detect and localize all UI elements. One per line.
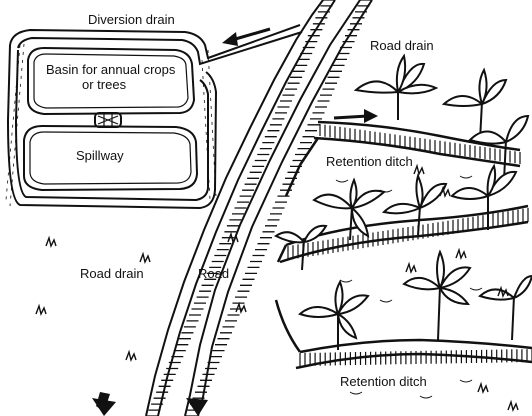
road-drain-label-top: Road drain — [370, 38, 434, 53]
road-drain-label-left: Road drain — [80, 266, 144, 281]
spillway-connector — [94, 112, 122, 128]
diversion-drain-label: Diversion drain — [88, 12, 175, 27]
plant — [478, 274, 532, 341]
plant — [353, 53, 439, 120]
road-drain-arrows — [92, 392, 208, 416]
upper-basin — [27, 46, 196, 116]
retention-ditch-label-lower: Retention ditch — [340, 374, 427, 389]
hillside-texture — [335, 175, 483, 399]
plant — [450, 163, 518, 230]
plant — [468, 114, 530, 181]
spillway-label: Spillway — [76, 148, 124, 163]
road-label: Road — [198, 266, 229, 281]
plant — [312, 177, 387, 241]
terrace-hatching — [287, 124, 532, 366]
lower-basin — [23, 124, 199, 192]
diversion-drain — [5, 24, 303, 210]
plants — [274, 53, 532, 350]
retention-ditch-label-upper: Retention ditch — [326, 154, 413, 169]
plant — [441, 67, 508, 141]
retention-ditch-arrow — [333, 109, 378, 123]
road — [145, 0, 373, 416]
plant — [382, 173, 448, 237]
basin-label-line2: or trees — [82, 77, 127, 92]
basin-label-line1: Basin for annual crops — [46, 62, 176, 77]
plant — [402, 249, 472, 341]
diversion-drain-arrow — [222, 27, 271, 46]
plant — [274, 224, 328, 271]
labels: Diversion drain Basin for annual crops o… — [46, 12, 434, 389]
grass-tufts — [35, 163, 519, 413]
plant — [298, 279, 370, 350]
